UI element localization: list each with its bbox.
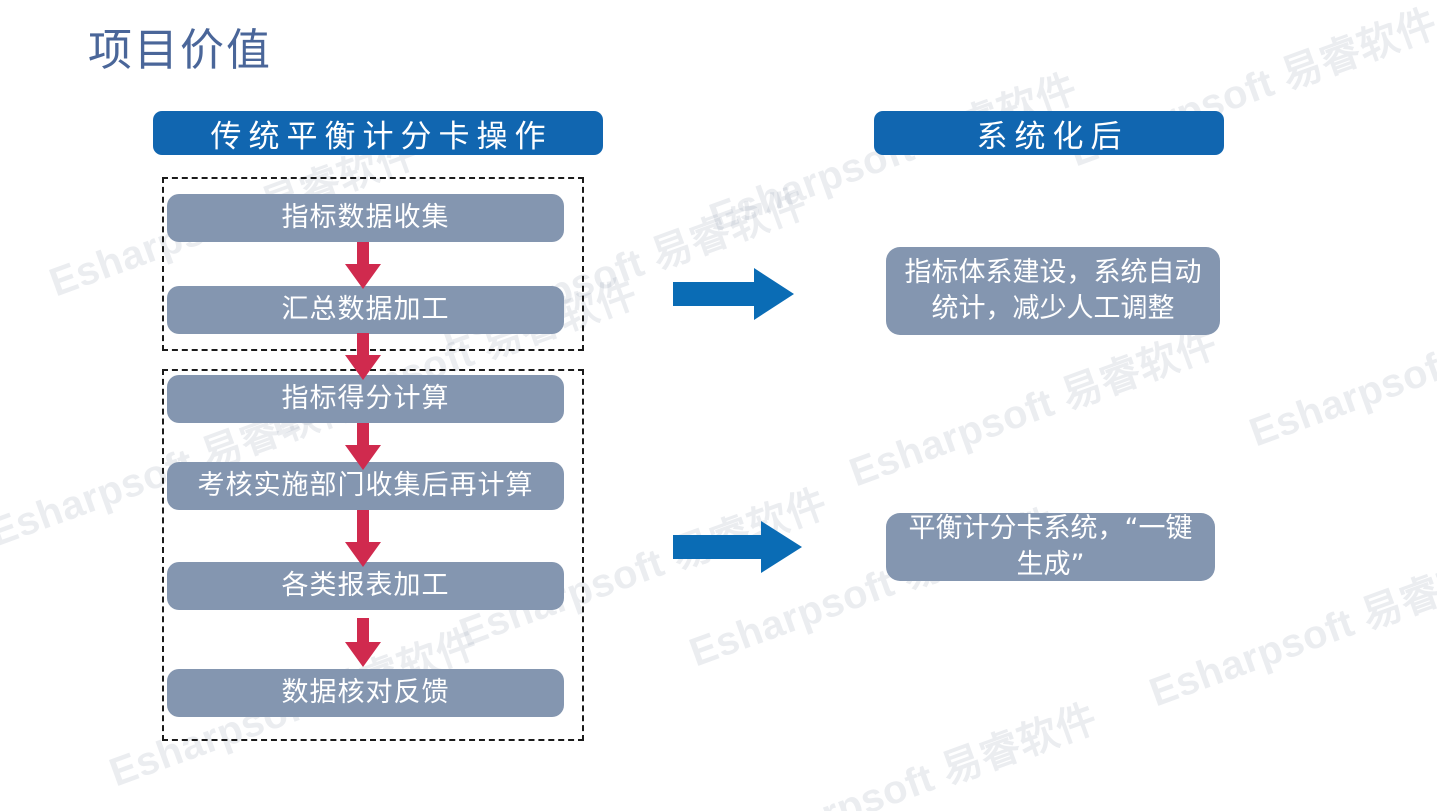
- arrow-right-icon: [673, 265, 795, 323]
- right-column-header: 系统化后: [874, 111, 1224, 155]
- arrow-down-icon: [340, 618, 386, 668]
- outcome-box[interactable]: 指标体系建设，系统自动统计，减少人工调整: [886, 247, 1220, 335]
- watermark-text: Esharpsoft 易睿软件: [1243, 281, 1437, 456]
- process-group-data-collection: [162, 177, 584, 351]
- page-title: 项目价值: [88, 25, 272, 76]
- process-step-box[interactable]: 指标数据收集: [167, 194, 564, 242]
- process-step-box[interactable]: 指标得分计算: [167, 375, 564, 423]
- watermark-text: Esharpsoft 易睿软件: [723, 696, 1104, 811]
- watermark-text: Esharpsoft 易睿软件: [843, 321, 1224, 496]
- left-column-header: 传统平衡计分卡操作: [153, 111, 603, 155]
- outcome-box[interactable]: 平衡计分卡系统，“一键生成”: [886, 513, 1215, 581]
- process-step-box[interactable]: 汇总数据加工: [167, 286, 564, 334]
- process-step-box[interactable]: 各类报表加工: [167, 562, 564, 610]
- process-step-box[interactable]: 考核实施部门收集后再计算: [167, 462, 564, 510]
- arrow-down-icon: [340, 510, 386, 568]
- arrow-down-icon: [340, 423, 386, 471]
- process-step-box[interactable]: 数据核对反馈: [167, 669, 564, 717]
- arrow-right-icon: [673, 518, 803, 576]
- arrow-down-icon: [340, 333, 386, 381]
- process-group-scoring-reporting: [162, 369, 584, 741]
- arrow-down-icon: [340, 242, 386, 290]
